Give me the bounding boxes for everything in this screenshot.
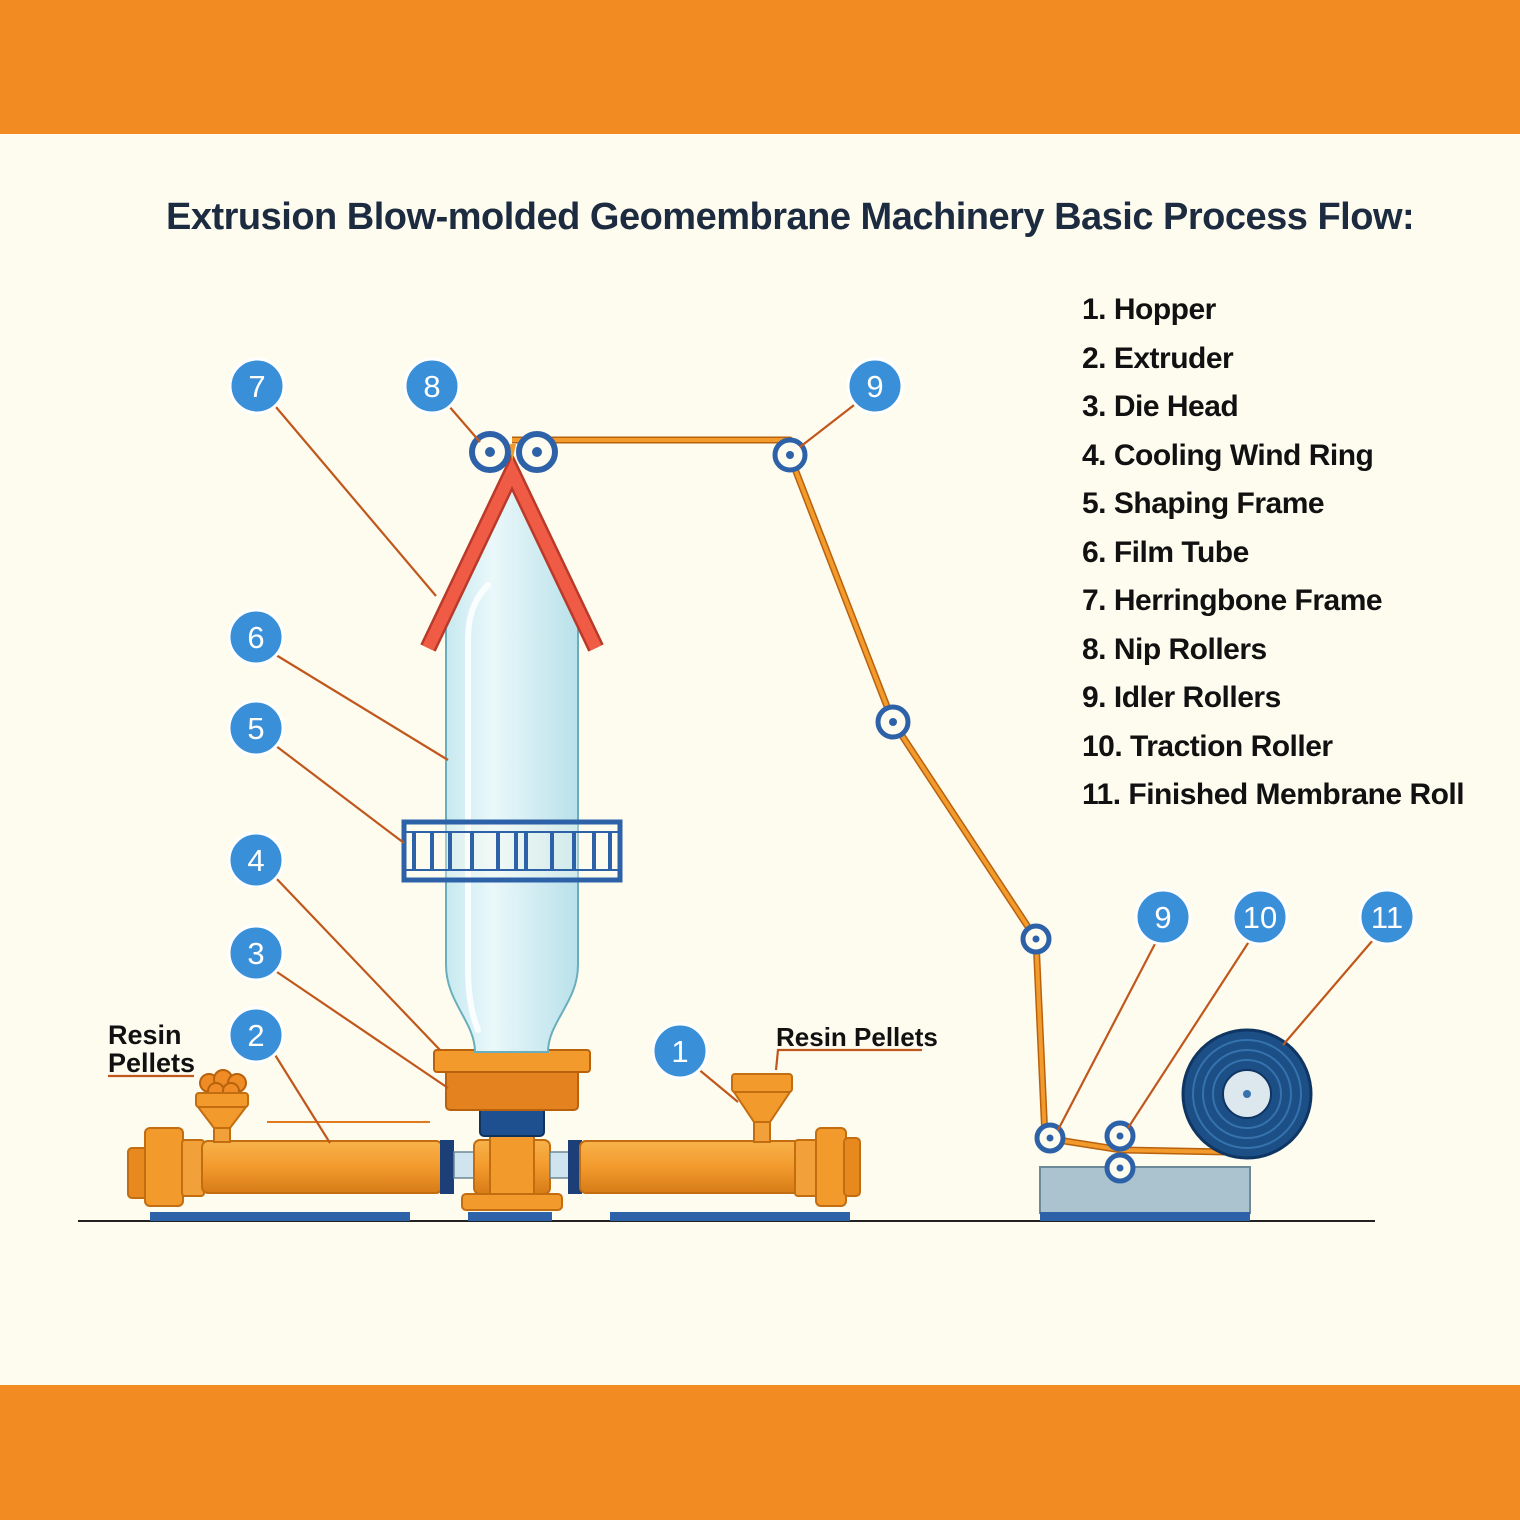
resin-pellets-left-line2: Pellets [108, 1048, 195, 1078]
legend-item-cooling-wind-ring: 4. Cooling Wind Ring [1082, 438, 1374, 472]
callout-2: 2 [227, 1006, 285, 1064]
extruder-right [568, 1127, 861, 1207]
legend-item-idler-rollers: 9. Idler Rollers [1082, 681, 1281, 714]
membrane-roll [1181, 1028, 1313, 1160]
page-title: Extrusion Blow-molded Geomembrane Machin… [166, 196, 1415, 238]
callout-7-label: 7 [248, 369, 265, 404]
die-head [445, 1067, 579, 1137]
legend-item-hopper: 1. Hopper [1082, 293, 1216, 326]
legend-item-film-tube: 6. Film Tube [1082, 535, 1249, 569]
callout-10-label: 10 [1243, 900, 1277, 935]
traction-unit [1039, 1120, 1251, 1221]
callout-4-label: 4 [247, 843, 264, 878]
resin-pellets-left-line1: Resin [108, 1020, 182, 1050]
legend-item-herringbone-frame: 7. Herringbone Frame [1082, 584, 1383, 617]
callout-11: 11 [1358, 888, 1416, 946]
die-coupling [461, 1132, 571, 1211]
legend-item-nip-rollers: 8. Nip Rollers [1082, 632, 1267, 666]
callout-1: 1 [651, 1022, 709, 1080]
component-legend: 1. Hopper 2. Extruder 3. Die Head 4. Coo… [1082, 288, 1465, 822]
shaping-frame [401, 819, 623, 883]
legend-item-extruder: 2. Extruder [1082, 341, 1234, 375]
legend-item-die-head: 3. Die Head [1082, 390, 1239, 423]
callout-4: 4 [227, 831, 285, 889]
film-tube [445, 457, 579, 1053]
callout-1-label: 1 [671, 1034, 688, 1069]
extruder-left [127, 1121, 475, 1207]
callout-9-top-label: 9 [866, 369, 883, 404]
callout-6-label: 6 [247, 620, 264, 655]
leader-lines [108, 399, 1374, 1144]
top-band [0, 0, 1520, 134]
callout-8: 8 [403, 357, 461, 415]
callout-2-label: 2 [247, 1018, 264, 1053]
callout-6: 6 [227, 608, 285, 666]
legend-item-shaping-frame: 5. Shaping Frame [1082, 487, 1325, 520]
callout-5-label: 5 [247, 711, 264, 746]
hopper-left [195, 1069, 249, 1143]
nip-rollers [469, 431, 558, 473]
callout-11-label: 11 [1371, 900, 1403, 935]
callout-9-bottom: 9 [1134, 888, 1192, 946]
callout-8-label: 8 [423, 369, 440, 404]
herringbone-frame [420, 452, 604, 652]
callout-3-label: 3 [247, 936, 264, 971]
callout-10: 10 [1231, 888, 1289, 946]
extruder-base [150, 1212, 850, 1221]
legend-item-finished-membrane-roll: 11. Finished Membrane Roll [1082, 778, 1465, 811]
legend-item-traction-roller: 10. Traction Roller [1082, 729, 1333, 763]
callout-3: 3 [227, 924, 285, 982]
callout-7: 7 [228, 357, 286, 415]
idler-rollers [772, 437, 1066, 1154]
resin-pellets-right: Resin Pellets [776, 1022, 938, 1052]
callout-9-bottom-label: 9 [1154, 900, 1171, 935]
cooling-wind-ring [433, 1049, 591, 1073]
callout-9-top: 9 [846, 357, 904, 415]
hopper-right [731, 1073, 793, 1143]
callout-5: 5 [227, 699, 285, 757]
bottom-band [0, 1385, 1520, 1520]
